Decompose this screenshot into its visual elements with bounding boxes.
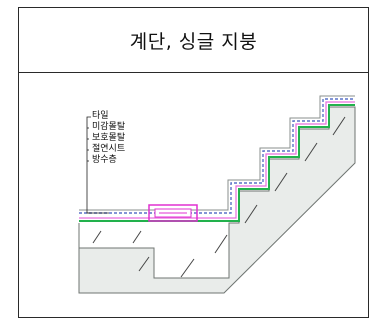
legend-item-finish-mortar: 미감몰탈 <box>92 122 126 132</box>
tile-layer <box>79 98 355 214</box>
legend-item-tile: 타일 <box>92 111 109 121</box>
layer-legend: 타일 미감몰탈 보호몰탈 절연시트 방수층 <box>92 111 125 166</box>
legend-item-waterproof-layer: 방수층 <box>92 155 117 165</box>
card-frame: 계단, 싱글 지붕 <box>18 7 369 318</box>
legend-item-protective-mortar: 보호몰탈 <box>92 133 126 143</box>
concrete-hatching <box>92 116 346 278</box>
waterproof-layer <box>79 104 355 222</box>
stair-section-diagram: 타일 미감몰탈 보호몰탈 절연시트 방수층 <box>19 73 368 317</box>
card-title: 계단, 싱글 지붕 <box>129 30 258 53</box>
legend-item-insulation-sheet: 절연시트 <box>92 144 126 154</box>
stair-section-svg <box>78 95 356 294</box>
legend-leaders <box>86 116 109 214</box>
drain-detail <box>148 204 198 222</box>
insulation-layer <box>79 101 355 219</box>
card-header: 계단, 싱글 지붕 <box>19 8 368 73</box>
